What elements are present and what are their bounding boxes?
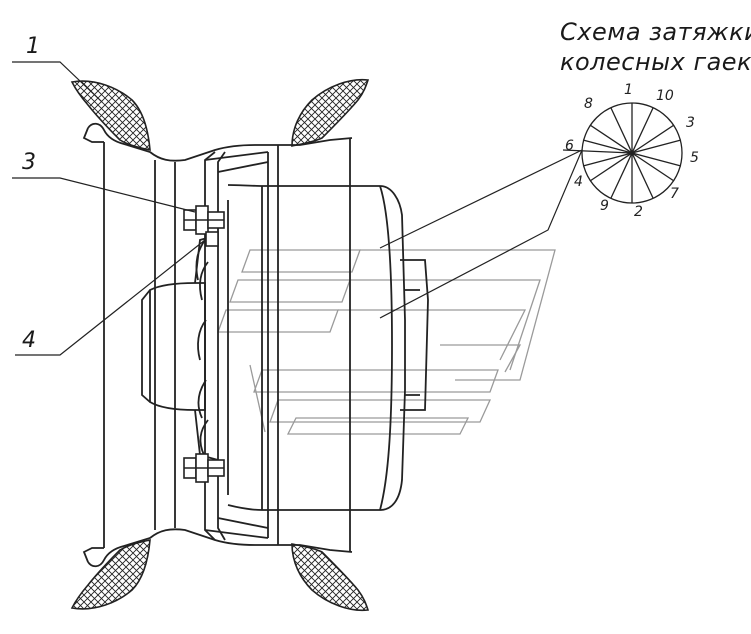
scheme-caption-line2: колесных гаек	[560, 48, 751, 76]
bolt-number-8: 8	[584, 96, 593, 112]
bolt-number-3: 3	[686, 115, 695, 131]
bolt-number-10: 10	[656, 88, 674, 104]
bolt-number-1: 1	[624, 82, 633, 98]
bolt-number-6: 6	[565, 138, 574, 154]
bolt-number-4: 4	[574, 174, 583, 190]
bolt-number-9: 9	[600, 198, 609, 214]
tyre-section	[70, 78, 370, 612]
wheel-disc	[204, 151, 269, 541]
callout-4: 4	[22, 328, 36, 353]
callout-3: 3	[22, 150, 36, 175]
leader-lines	[12, 61, 583, 356]
bolt-number-2: 2	[634, 204, 643, 220]
callout-1: 1	[26, 34, 40, 59]
bolt-number-5: 5	[690, 150, 699, 166]
wheel-bolts	[183, 205, 225, 483]
tightening-scheme	[562, 102, 683, 204]
bolt-number-7: 7	[670, 186, 679, 202]
watermark-logo	[217, 249, 556, 435]
scheme-caption-line1: Схема затяжки	[560, 18, 751, 46]
wheel-rim	[82, 122, 353, 568]
